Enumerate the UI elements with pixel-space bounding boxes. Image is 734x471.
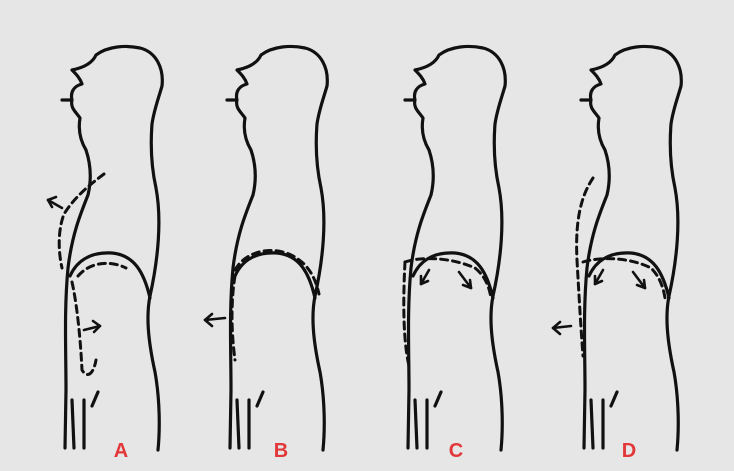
arrow-abdomen-icon: [553, 322, 571, 334]
panel-b-label: B: [261, 440, 301, 462]
panel-b: [205, 46, 327, 450]
panel-c-label: C: [436, 440, 476, 462]
abdomen-expansion-path: [232, 276, 235, 360]
arrow-diaphragm-forward-icon: [595, 270, 603, 284]
arrow-diaphragm-forward-icon: [421, 270, 429, 284]
diaphragm-path: [78, 263, 126, 276]
panel-a-label: A: [101, 440, 141, 462]
panel-d: [553, 46, 681, 450]
arrow-upper-chest-icon: [48, 197, 62, 208]
arrow-diaphragm-back-icon: [459, 272, 471, 288]
panel-c: [404, 46, 505, 450]
arrow-abdomen-icon: [84, 321, 100, 332]
panel-d-label: D: [609, 440, 649, 462]
arrow-diaphragm-back-icon: [633, 272, 645, 288]
panel-a: [48, 46, 162, 450]
arrow-abdomen-icon: [205, 314, 225, 326]
